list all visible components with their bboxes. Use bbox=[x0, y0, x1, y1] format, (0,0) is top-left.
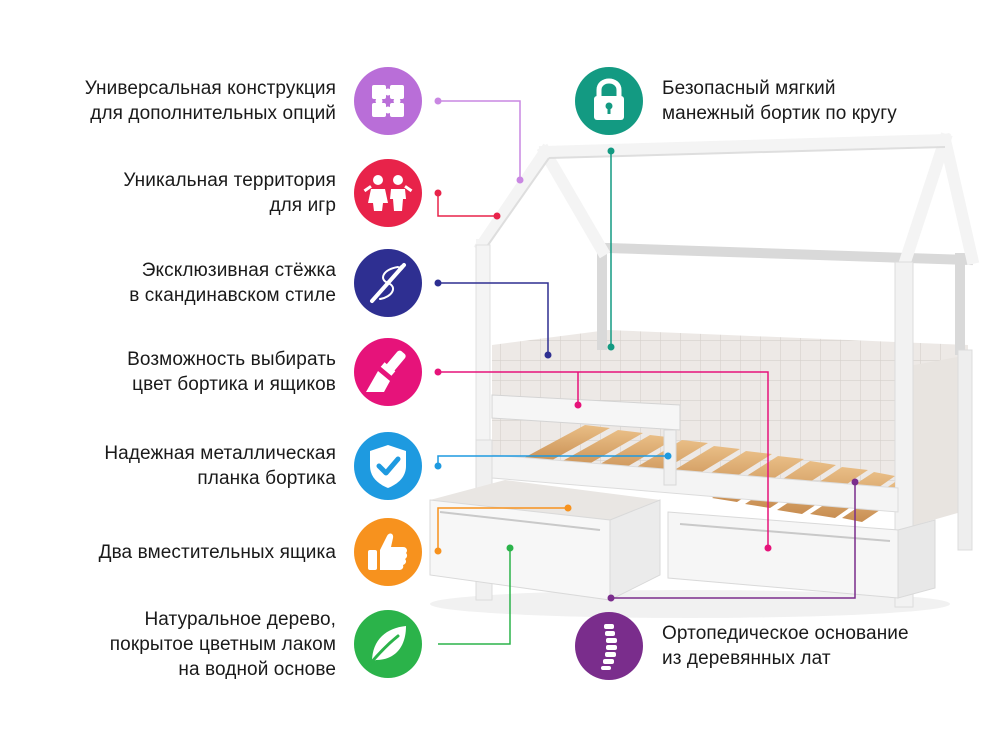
puzzle-icon bbox=[354, 67, 422, 135]
feature-ortho-text: Ортопедическое основание из деревянных л… bbox=[662, 623, 909, 669]
feature-ortho-badge bbox=[575, 612, 643, 680]
feature-stitch-text: Эксклюзивная стёжка в скандинавском стил… bbox=[129, 260, 336, 306]
feature-drawers-text: Два вместительных ящика bbox=[98, 542, 336, 563]
feature-territory-text: Уникальная территория для игр bbox=[123, 170, 336, 216]
spine-icon bbox=[575, 612, 643, 680]
needle-icon bbox=[354, 249, 422, 317]
thumbs-up-icon bbox=[354, 518, 422, 586]
shield-check-icon bbox=[354, 432, 422, 500]
feature-metal-badge bbox=[354, 432, 422, 500]
feature-territory-badge bbox=[354, 159, 422, 227]
feature-metal-text: Надежная металлическая планка бортика bbox=[104, 443, 336, 489]
feature-universal-badge bbox=[354, 67, 422, 135]
paintbrush-icon bbox=[354, 338, 422, 406]
feature-drawers-badge bbox=[354, 518, 422, 586]
feature-wood-badge bbox=[354, 610, 422, 678]
feature-universal-text: Универсальная конструкция для дополнител… bbox=[84, 78, 336, 124]
feature-safe-text: Безопасный мягкий манежный бортик по кру… bbox=[662, 78, 897, 124]
leaf-icon bbox=[354, 610, 422, 678]
feature-wood-text: Натуральное дерево, покрытое цветным лак… bbox=[109, 609, 336, 680]
feature-stitch-badge bbox=[354, 249, 422, 317]
feature-color-badge bbox=[354, 338, 422, 406]
lock-icon bbox=[575, 67, 643, 135]
feature-color-text: Возможность выбирать цвет бортика и ящик… bbox=[127, 349, 336, 395]
children-icon bbox=[354, 159, 422, 227]
feature-safe-badge bbox=[575, 67, 643, 135]
